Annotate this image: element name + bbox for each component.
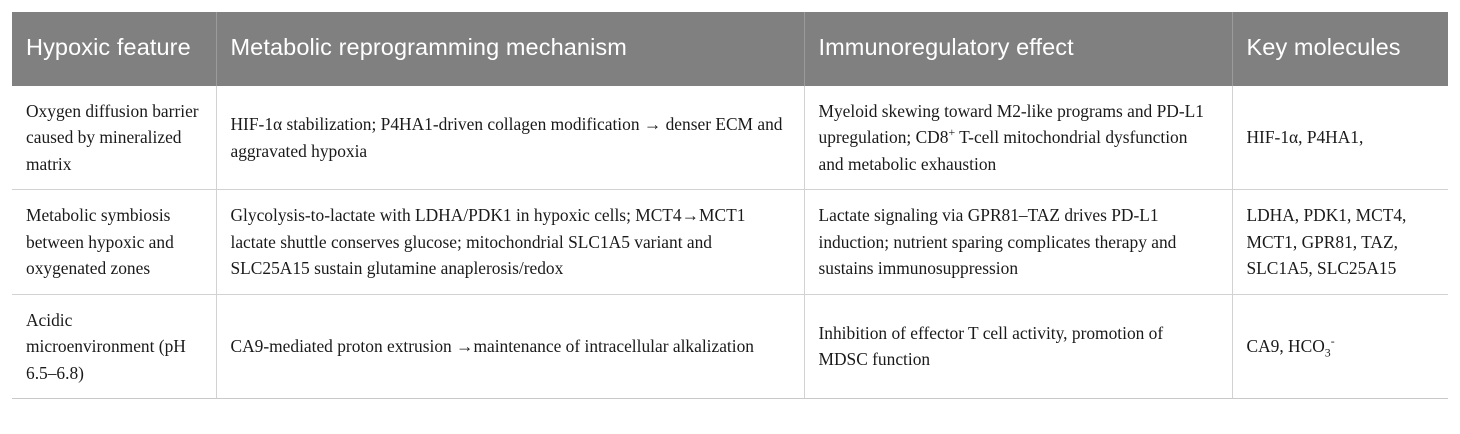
column-header-key-molecules: Key molecules [1246,34,1401,61]
subscript-three: 3 [1324,345,1331,360]
cell-text: LDHA, PDK1, MCT4, MCT1, GPR81, TAZ, SLC1… [1246,205,1407,279]
cell-metabolic-mechanism: HIF-1α stabilization; P4HA1-driven colla… [216,86,805,191]
hypoxia-metabolic-reprogramming-table: Hypoxic feature Metabolic reprogramming … [12,12,1448,400]
cell-text-continued: T-cell mitochondrial dysfunction and met… [818,127,1188,174]
cell-immunoregulatory-effect: Lactate signaling via GPR81–TAZ drives P… [804,189,1233,295]
cell-hypoxic-feature: Oxygen diffusion barrier caused by miner… [12,86,217,191]
column-header-metabolic-mechanism: Metabolic reprogramming mechanism [216,12,805,86]
table-row: Oxygen diffusion barrier caused by miner… [12,86,1448,191]
cell-metabolic-mechanism: Glycolysis-to-lactate with LDHA/PDK1 in … [216,189,805,295]
table-body: Oxygen diffusion barrier caused by miner… [12,86,1448,400]
cell-text: Metabolic symbiosis between hypoxic and … [26,205,174,279]
cell-text: Inhibition of effector T cell activity, … [818,322,1164,370]
cell-text: HIF-1α stabilization; P4HA1-driven colla… [230,114,783,161]
table-row: Acidic microenvironment (pH 6.5–6.8) CA9… [12,294,1448,400]
table-container: Hypoxic feature Metabolic reprogramming … [12,12,1448,400]
cell-key-molecules: LDHA, PDK1, MCT4, MCT1, GPR81, TAZ, SLC1… [1232,189,1448,295]
cell-immunoregulatory-effect: Myeloid skewing toward M2-like programs … [804,86,1233,191]
cell-text: Acidic microenvironment (pH 6.5–6.8) [26,309,186,383]
cell-text: Oxygen diffusion barrier caused by miner… [26,101,199,174]
table-header: Hypoxic feature Metabolic reprogramming … [12,12,1448,86]
cell-text: HIF-1α, P4HA1, [1246,127,1364,148]
cell-text: CA9-mediated proton extrusion →maintenan… [230,336,754,357]
cell-text: Lactate signaling via GPR81–TAZ drives P… [818,205,1177,279]
cell-text: Myeloid skewing toward M2-like programs … [818,101,1204,148]
column-header-hypoxic-feature: Hypoxic feature [12,12,217,86]
cell-text: CA9, HCO [1246,336,1325,357]
header-row: Hypoxic feature Metabolic reprogramming … [12,12,1448,86]
cell-metabolic-mechanism: CA9-mediated proton extrusion →maintenan… [216,294,805,400]
superscript-plus: + [948,125,956,140]
cell-hypoxic-feature: Acidic microenvironment (pH 6.5–6.8) [12,294,217,400]
superscript-minus: - [1330,334,1335,349]
cell-text: Glycolysis-to-lactate with LDHA/PDK1 in … [230,205,746,279]
cell-key-molecules: HIF-1α, P4HA1, [1232,86,1448,191]
cell-hypoxic-feature: Metabolic symbiosis between hypoxic and … [12,189,217,295]
table-row: Metabolic symbiosis between hypoxic and … [12,189,1448,295]
cell-key-molecules: CA9, HCO3- [1232,294,1448,400]
column-header-immunoregulatory-effect: Immunoregulatory effect [804,12,1233,86]
cell-immunoregulatory-effect: Inhibition of effector T cell activity, … [804,294,1233,400]
